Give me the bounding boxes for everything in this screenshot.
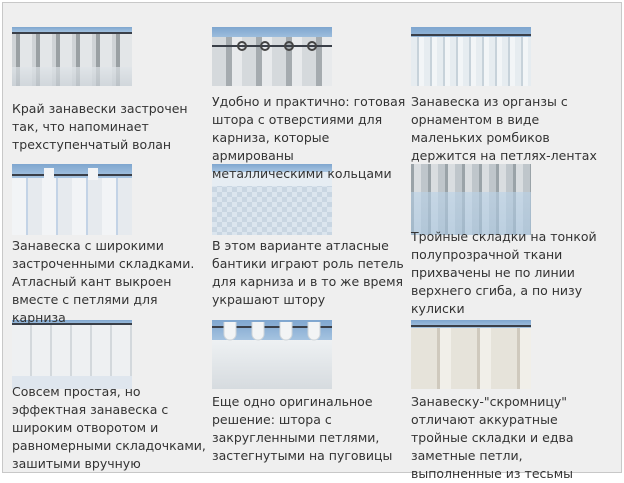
curtain-button-loops-image [212, 320, 332, 389]
curtain-three-tier-flounce-image [12, 27, 132, 86]
grommet-rings-icon [237, 41, 317, 51]
caption-three-tier-flounce: Край занавески застрочен так, что напоми… [12, 101, 188, 152]
caption-triple-pleats: Тройные складки на тонкой полупрозрачной… [411, 229, 597, 316]
caption-wide-cuff: Совсем простая, но эффектная занавеска с… [12, 384, 206, 471]
curtain-organza-tabs-image [411, 27, 531, 86]
caption-wide-pleats: Занавеска с широкими застроченными склад… [12, 238, 195, 325]
curtain-wide-pleats-image [12, 164, 132, 235]
caption-button-loops: Еще одно оригинальное решение: штора с з… [212, 394, 393, 463]
caption-tape-loops: Занавеску-"скромницу" отличают аккуратны… [411, 394, 574, 481]
caption-grommets: Удобно и практично: готовая штора с отве… [212, 94, 406, 181]
caption-organza-tabs: Занавеска из органзы с орнаментом в виде… [411, 94, 597, 163]
curtain-wide-cuff-image [12, 320, 132, 389]
curtain-triple-pleats-image [411, 164, 531, 235]
curtain-tape-loops-image [411, 320, 531, 389]
curtain-grommets-image [212, 27, 332, 86]
curtain-satin-bows-image [212, 164, 332, 235]
button-loops-icon [223, 322, 321, 341]
caption-satin-bows: В этом варианте атласные бантики играют … [212, 238, 404, 307]
